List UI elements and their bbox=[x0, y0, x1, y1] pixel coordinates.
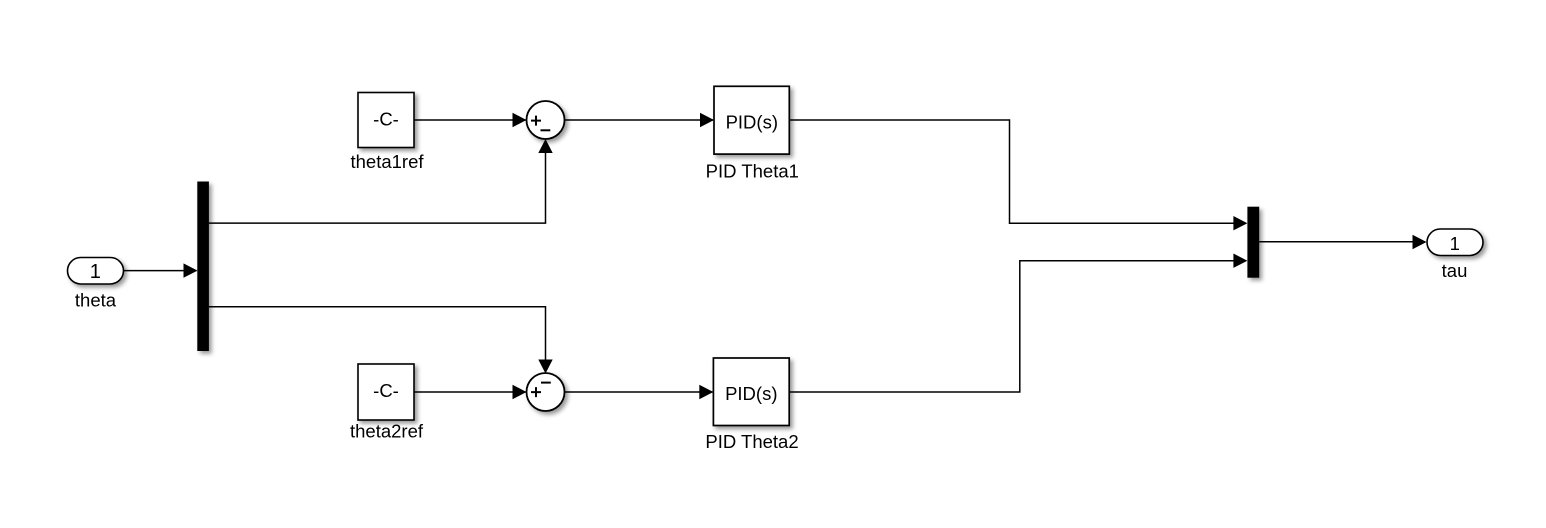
svg-text:theta1ref: theta1ref bbox=[350, 151, 424, 172]
svg-text:-C-: -C- bbox=[373, 380, 399, 401]
svg-text:theta2ref: theta2ref bbox=[350, 420, 424, 441]
svg-text:PID Theta1: PID Theta1 bbox=[706, 161, 799, 182]
svg-text:-C-: -C- bbox=[373, 109, 399, 130]
svg-text:1: 1 bbox=[90, 261, 101, 283]
svg-text:PID Theta2: PID Theta2 bbox=[705, 431, 798, 452]
svg-text:tau: tau bbox=[1442, 260, 1468, 281]
svg-text:theta: theta bbox=[75, 290, 117, 311]
svg-text:1: 1 bbox=[1450, 233, 1460, 254]
svg-text:PID(s): PID(s) bbox=[725, 383, 777, 404]
svg-text:PID(s): PID(s) bbox=[726, 111, 778, 132]
